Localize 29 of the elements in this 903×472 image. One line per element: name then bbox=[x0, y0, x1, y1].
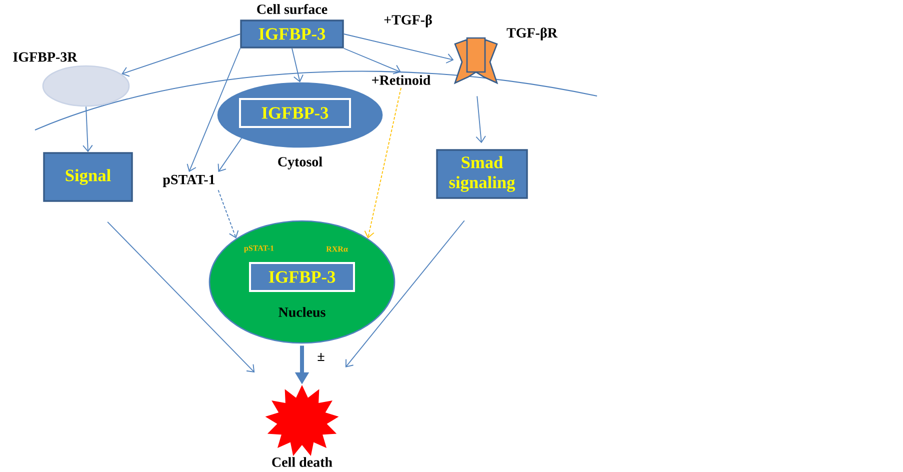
label-text: Nucleus bbox=[278, 307, 326, 317]
arrow bbox=[292, 48, 304, 82]
label-text: TGF-βR bbox=[506, 28, 558, 40]
label-text: RXRα bbox=[326, 246, 348, 252]
edge-label: +TGF-β bbox=[382, 13, 434, 29]
label-text: IGFBP-3R bbox=[13, 52, 78, 62]
arrow bbox=[218, 138, 242, 172]
arrow bbox=[186, 48, 241, 172]
process-box: Signal bbox=[43, 152, 133, 202]
arrow bbox=[218, 190, 239, 238]
process-box: IGFBP-3 bbox=[249, 262, 355, 292]
arrow bbox=[122, 34, 241, 77]
arrow bbox=[345, 220, 465, 368]
arrow bbox=[82, 106, 93, 152]
process-box: IGFBP-3 bbox=[239, 98, 351, 128]
label-text: Cell surface bbox=[257, 4, 328, 14]
edge-label: ± bbox=[316, 352, 326, 362]
process-box: IGFBP-3 bbox=[240, 20, 344, 48]
arrow bbox=[476, 96, 486, 144]
label-text: pSTAT-1 bbox=[162, 174, 215, 188]
label-text: +Retinoid bbox=[372, 75, 431, 85]
label-text: Cytosol bbox=[278, 156, 322, 170]
arrow bbox=[364, 87, 402, 238]
label-text: pSTAT-1 bbox=[244, 246, 274, 253]
arrow bbox=[107, 221, 255, 372]
arrow bbox=[343, 48, 401, 74]
arrow bbox=[343, 34, 454, 64]
label-text: Cell death bbox=[272, 457, 332, 467]
process-box: Smad signaling bbox=[436, 149, 528, 199]
